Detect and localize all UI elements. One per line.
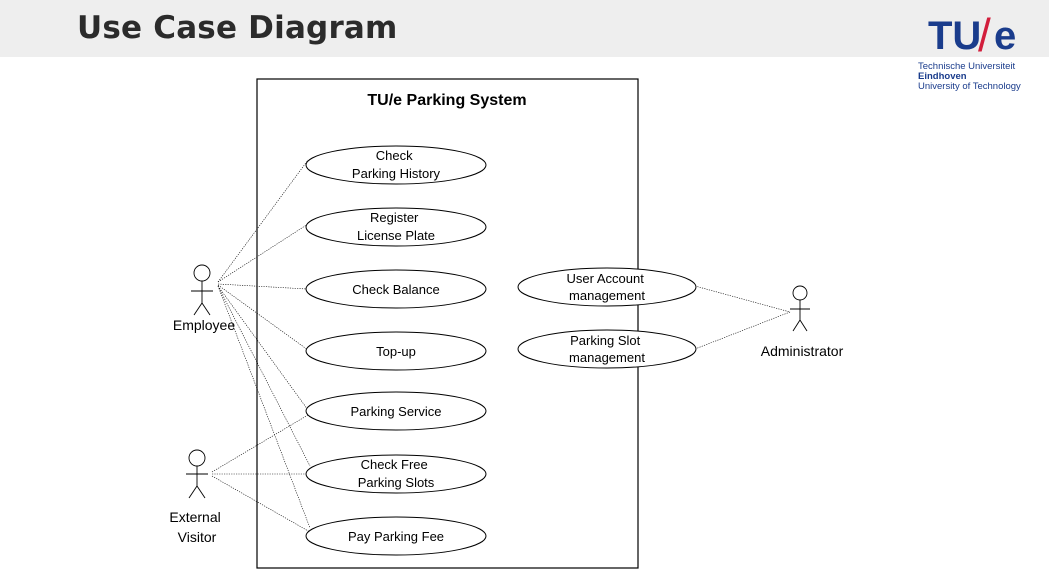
logo-text-line-1: Technische Universiteit — [918, 61, 1016, 72]
use-case-label: Check Balance — [352, 282, 439, 297]
tue-logo: TU / e Technische Universiteit Eindhoven… — [918, 10, 1046, 92]
actor-employee: Employee — [173, 264, 235, 333]
use-case-label: Top-up — [376, 344, 416, 359]
associations — [211, 159, 791, 533]
use-case-ellipse — [305, 516, 487, 556]
use-case-label: Check Parking History — [352, 148, 441, 181]
use-case-label: Register License Plate — [357, 210, 435, 243]
actor-label: External Visitor — [169, 509, 224, 545]
use-case-label-line: Parking Slot — [570, 333, 640, 348]
use-case-ellipse — [305, 207, 487, 247]
use-case-parking-service: Parking Service — [305, 391, 487, 431]
use-case-pay-parking-fee: Pay Parking Fee — [305, 516, 487, 556]
use-case-label: Pay Parking Fee — [348, 529, 444, 544]
use-case-ellipse — [305, 331, 487, 371]
assoc-admin-user-account — [694, 285, 791, 313]
actor-stick-figure-icon — [790, 285, 810, 332]
system-title: TU/e Parking System — [367, 92, 526, 109]
system-boundary — [256, 78, 639, 569]
use-case-parking-slot-management: Parking Slot management — [517, 329, 697, 369]
assoc-employee-top-up — [217, 284, 309, 351]
assoc-employee-parking-service — [217, 285, 309, 411]
logo-text-line-3: University of Technology — [918, 81, 1021, 92]
use-case-ellipse — [305, 391, 487, 431]
actor-external-visitor: External Visitor — [169, 449, 224, 545]
logo-tu-text: TU — [928, 14, 981, 58]
use-case-user-account-management: User Account management — [517, 267, 697, 307]
use-case-label-line: management — [569, 350, 645, 365]
actor-administrator: Administrator — [761, 285, 844, 359]
use-case-label-line: User Account — [567, 271, 645, 286]
assoc-admin-parking-slot — [694, 311, 791, 350]
logo-e-text: e — [994, 14, 1016, 58]
use-case-label-line: Check Free — [361, 457, 428, 472]
actor-label-line: Visitor — [178, 529, 217, 545]
use-case-ellipse — [305, 454, 487, 494]
use-case-ellipse — [517, 267, 697, 307]
assoc-employee-check-history — [217, 159, 309, 283]
use-case-label-line: License Plate — [357, 228, 435, 243]
header-bar — [0, 0, 1049, 57]
actor-label: Employee — [173, 317, 235, 333]
use-case-label-line: Parking Slots — [358, 475, 435, 490]
use-case-check-parking-history: Check Parking History — [305, 145, 487, 185]
assoc-employee-check-free-slots — [217, 285, 311, 467]
use-case-label: Check Free Parking Slots — [358, 457, 435, 490]
actor-stick-figure-icon — [186, 449, 208, 499]
assoc-employee-register-plate — [217, 223, 309, 283]
assoc-visitor-pay-fee — [211, 475, 311, 533]
use-case-ellipse — [305, 269, 487, 309]
use-case-check-free-parking-slots: Check Free Parking Slots — [305, 454, 487, 494]
use-case-check-balance: Check Balance — [305, 269, 487, 309]
use-case-label: User Account management — [567, 271, 648, 303]
assoc-visitor-parking-service — [211, 414, 309, 473]
use-case-label-line: Parking History — [352, 166, 441, 181]
use-case-register-license-plate: Register License Plate — [305, 207, 487, 247]
tue-logo-mark: TU / e — [928, 10, 1016, 58]
use-case-label-line: Register — [370, 210, 419, 225]
actor-label: Administrator — [761, 343, 844, 359]
use-case-label: Parking Slot management — [569, 333, 645, 365]
actor-label-line: External — [169, 509, 220, 525]
assoc-employee-check-balance — [217, 283, 308, 290]
use-case-label-line: Check — [376, 148, 413, 163]
use-case-label-line: management — [569, 288, 645, 303]
logo-text-line-2: Eindhoven — [918, 71, 967, 82]
actor-stick-figure-icon — [191, 264, 213, 316]
use-case-label: Parking Service — [350, 404, 441, 419]
use-case-ellipse — [305, 145, 487, 185]
use-case-ellipse — [517, 329, 697, 369]
logo-slash: / — [978, 10, 991, 58]
slide-title: Use Case Diagram — [77, 10, 398, 46]
use-case-top-up: Top-up — [305, 331, 487, 371]
